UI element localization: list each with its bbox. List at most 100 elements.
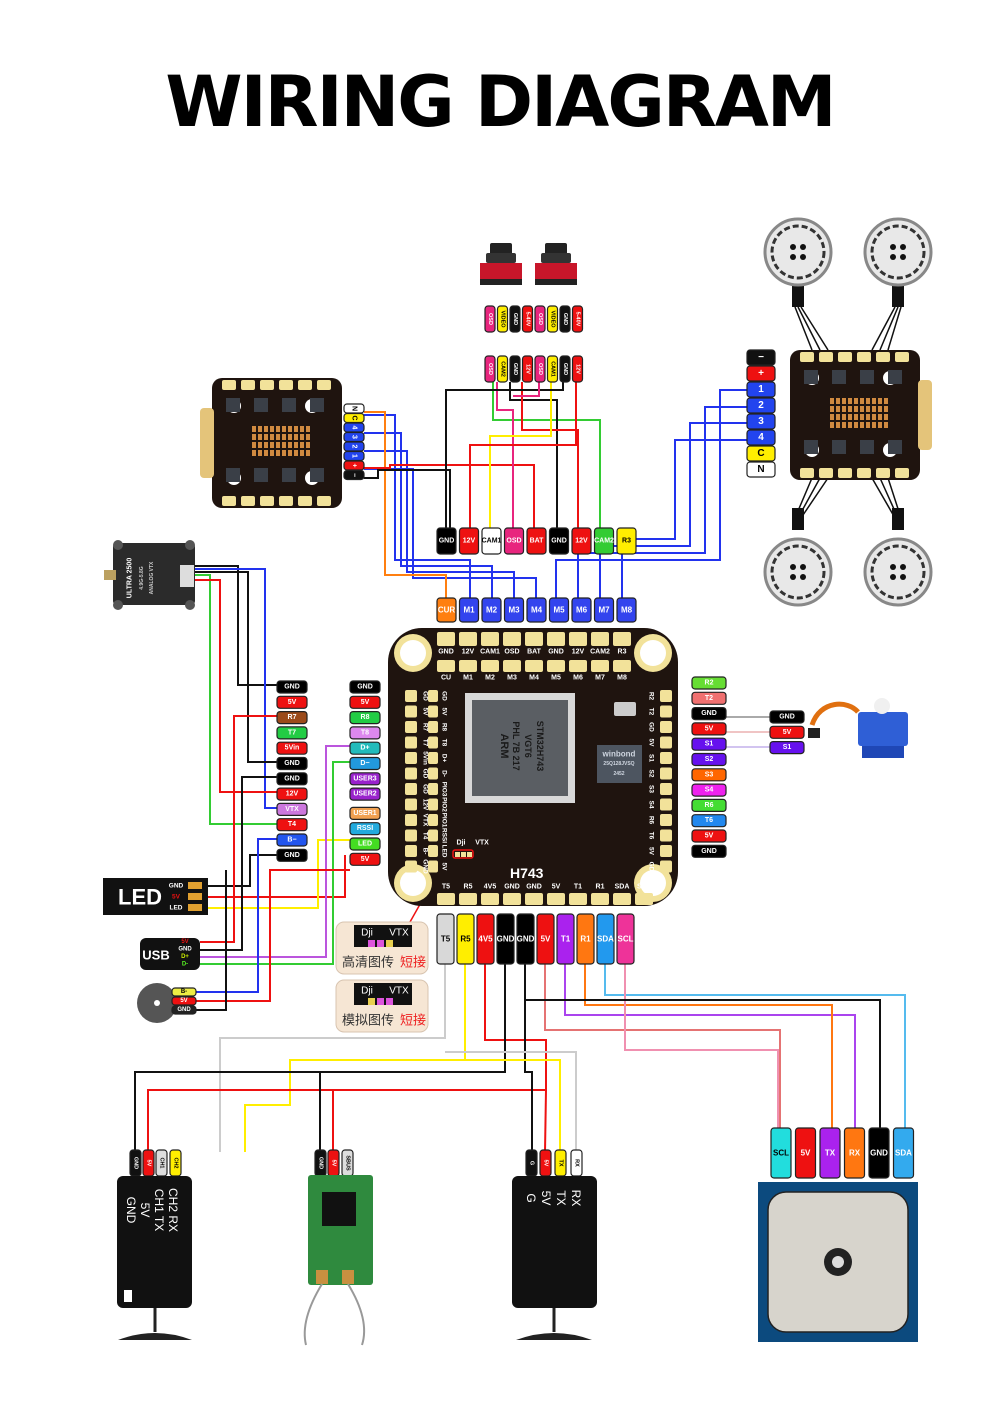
connector-label: TX [825, 1149, 836, 1158]
servo-body [858, 712, 908, 746]
left-inner-connector: RSSI [349, 822, 381, 836]
mosfet [226, 468, 240, 482]
pad [298, 496, 312, 506]
connector-label: M3 [508, 606, 520, 615]
connector-label: 4 [758, 432, 764, 443]
camera-pin: GND [509, 355, 521, 383]
motor-wire [794, 477, 813, 519]
servo-connector: S1 [769, 740, 805, 755]
servo-horn [874, 698, 890, 714]
fc-pad [503, 632, 521, 646]
receiver-pin: CH2 [169, 1149, 182, 1177]
mosfet [254, 468, 268, 482]
fc-pad-label: PIO1 [441, 813, 448, 828]
left-inner-connector: USER3 [349, 772, 381, 786]
fc-pad [428, 783, 438, 795]
right-connector: S4 [691, 783, 727, 797]
fc-motor-label: M6 [573, 675, 583, 682]
connector-label: 5V [783, 729, 792, 736]
wire-sda-gps [604, 964, 906, 1130]
resistor [878, 414, 882, 420]
connector-body [770, 1127, 792, 1179]
motor-wire [879, 477, 899, 519]
esc-right-pin: 1 [746, 381, 776, 398]
motor-1 [763, 217, 833, 287]
connector-label: OSD [537, 363, 543, 375]
top-connector: OSD [503, 527, 525, 555]
connector-label: B− [287, 837, 296, 844]
motor-lead-sleeve [892, 508, 904, 530]
motor-lead-sleeve [892, 285, 904, 307]
flash-text: winbond [602, 750, 636, 759]
resistor [884, 406, 888, 412]
connector-body [691, 706, 727, 721]
resistor [258, 450, 262, 456]
connector-label: S3 [705, 771, 714, 778]
fc-pad [405, 845, 417, 857]
right-connector: T2 [691, 691, 727, 705]
led-pin-label: LED [170, 905, 183, 912]
fc-motor-label: M8 [617, 675, 627, 682]
mosfet [226, 398, 240, 412]
connector-body [559, 355, 571, 383]
left-inner-connector: USER1 [349, 806, 381, 821]
jumper-pad [386, 940, 393, 947]
connector-body [509, 305, 521, 333]
fc-pad-label: BAT [527, 649, 542, 656]
top-connector: GND [436, 527, 457, 555]
resistor [306, 442, 310, 448]
connector-body [496, 355, 509, 383]
motor-screw [790, 244, 796, 250]
connector-label: CH2 [173, 1157, 179, 1168]
wire-r5-sbus [244, 964, 466, 1152]
motor-screw [890, 564, 896, 570]
fc-pad-label: GD [422, 769, 429, 779]
right-connector: S1 [691, 737, 727, 751]
fc-pad-label: R6 [648, 816, 655, 825]
servo [808, 698, 908, 758]
bottom-connector: GND [496, 913, 515, 965]
fc-pad [405, 829, 417, 842]
fc-pad [405, 690, 417, 702]
connector-body [536, 913, 555, 965]
pad [838, 352, 852, 362]
fc-pad-label: R7 [422, 723, 429, 732]
wire-esc-left-m3 [364, 450, 515, 600]
esc-right-pin: + [746, 365, 776, 382]
esc-left [200, 378, 342, 508]
esc-left-pin: − [343, 469, 365, 481]
motor-screw [790, 254, 796, 260]
fc-pad-label: GD [648, 722, 655, 732]
connector-body [503, 597, 525, 623]
receiver-pin: GND [129, 1149, 142, 1177]
camera-pin: 12V [571, 355, 584, 383]
resistor [282, 426, 286, 432]
connector-body [548, 527, 570, 555]
connector-body [534, 355, 546, 383]
fc-pad-label: 12V [462, 649, 475, 656]
motor-bell [863, 217, 933, 287]
connector-body [349, 837, 381, 851]
connector-label: M8 [621, 606, 633, 615]
vtx-ear [113, 540, 123, 550]
motor-screw [900, 254, 906, 260]
receiver-pin: 5V [539, 1149, 552, 1177]
led-pin-label: 5V [172, 894, 181, 901]
connector-label: GND [318, 1157, 324, 1169]
resistor [306, 426, 310, 432]
connector-body [746, 365, 776, 382]
mount-hole [640, 870, 666, 896]
wire-esc-right-m7 [599, 422, 747, 600]
resistor [830, 414, 834, 420]
connector-label: T7 [288, 729, 296, 736]
fc-pad [660, 736, 672, 749]
fc-pad [481, 893, 499, 905]
motor-2 [863, 217, 933, 287]
resistor [848, 414, 852, 420]
fc-pad-label: GND [422, 859, 429, 874]
fc-motor-label: M1 [463, 675, 473, 682]
resistor [878, 422, 882, 428]
pad [279, 380, 293, 390]
